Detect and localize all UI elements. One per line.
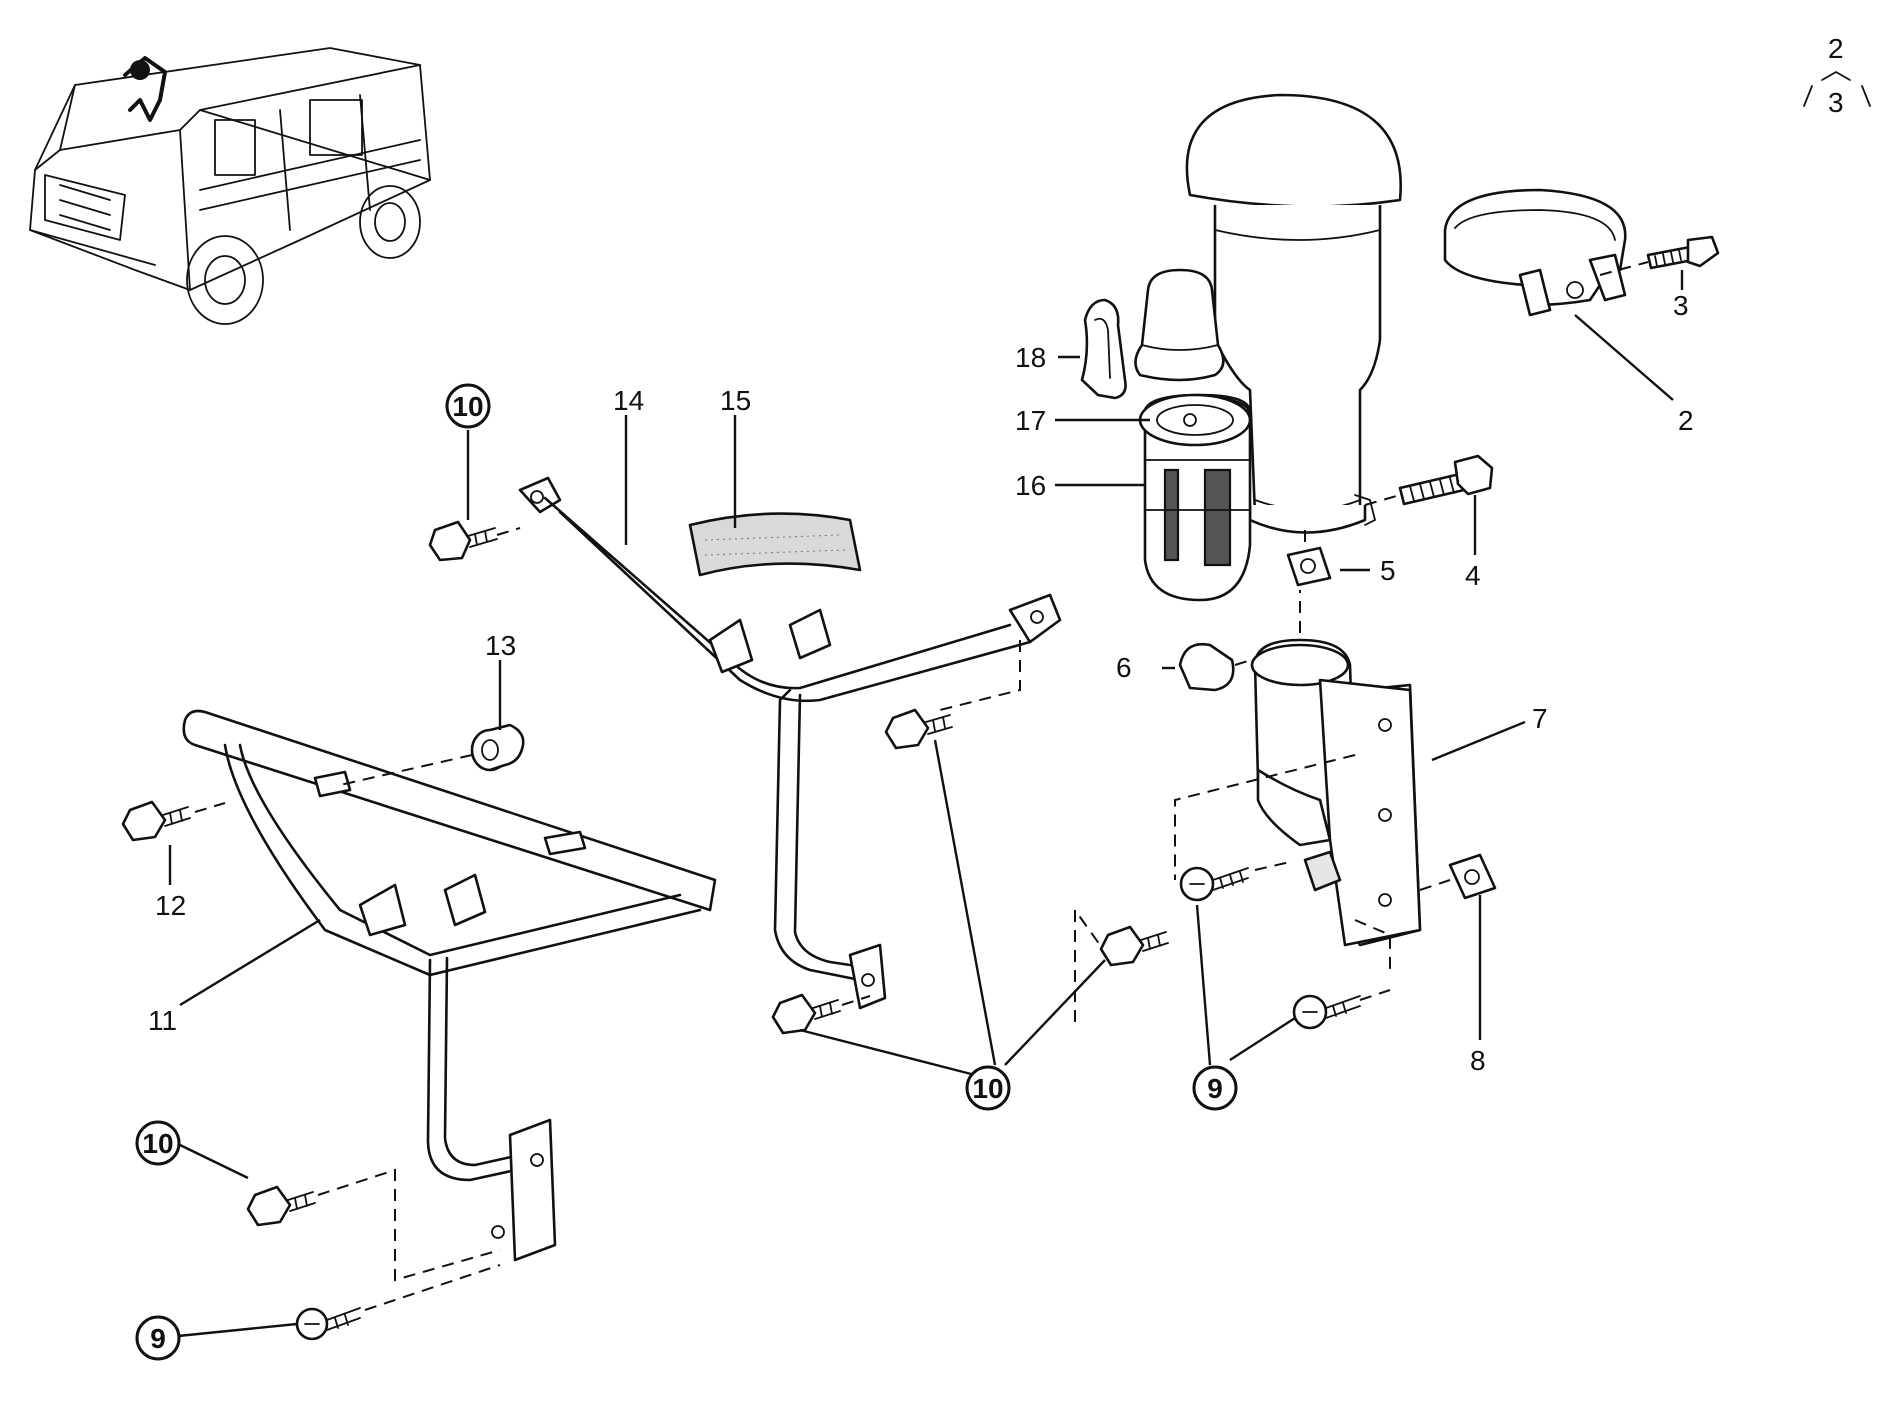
circled-label-10-middle-text: 10 — [972, 1073, 1003, 1104]
circled-label-9-right: 9 — [1192, 1065, 1238, 1111]
label-part-5: 5 — [1380, 555, 1396, 586]
bowl-part-18 — [1134, 268, 1225, 382]
page-marker-top: 2 — [1828, 33, 1844, 64]
circled-label-9-right-text: 9 — [1207, 1073, 1223, 1104]
label-part-16: 16 — [1015, 470, 1046, 501]
circled-label-9-left: 9 — [135, 1315, 181, 1361]
bolt-part-10-left — [246, 1168, 501, 1282]
bolt-part-10-lower-right — [1074, 906, 1169, 1022]
rubber-strip-part-15 — [688, 512, 862, 577]
support-bar-part-14 — [518, 476, 1062, 1010]
circled-label-10-left-text: 10 — [142, 1128, 173, 1159]
air-filter-assembly — [1185, 93, 1403, 534]
part-labels: 2 3 4 5 6 7 8 11 12 13 14 15 16 17 18 — [148, 290, 1694, 1076]
page-marker: 2 3 — [1803, 33, 1871, 118]
bolt-part-4 — [1364, 454, 1494, 506]
circled-label-10-left: 10 — [135, 1120, 181, 1166]
screw-part-9-right-lower — [1292, 989, 1391, 1030]
filter-top-part-17 — [1138, 393, 1252, 447]
bolt-part-10-middle — [884, 708, 953, 750]
spring-clip-part-18 — [1080, 298, 1127, 400]
label-part-4: 4 — [1465, 560, 1481, 591]
label-part-18: 18 — [1015, 342, 1046, 373]
circled-label-10-middle: 10 — [965, 1065, 1011, 1111]
label-part-2: 2 — [1678, 405, 1694, 436]
label-part-6: 6 — [1116, 652, 1132, 683]
label-part-8: 8 — [1470, 1045, 1486, 1076]
bolt-part-10-lower-left — [771, 993, 871, 1035]
bolt-part-10-top — [428, 520, 521, 562]
leader-lines — [168, 270, 1684, 1338]
bolt-part-12 — [121, 800, 226, 842]
label-part-11: 11 — [148, 1005, 177, 1036]
label-part-3: 3 — [1673, 290, 1689, 321]
circled-label-10-top-text: 10 — [452, 391, 483, 422]
label-part-14: 14 — [613, 385, 644, 416]
mount-bracket-part-7 — [1174, 638, 1422, 975]
page-marker-bottom: 3 — [1828, 87, 1844, 118]
bolt-part-3 — [1599, 235, 1720, 276]
label-part-17: 17 — [1015, 405, 1046, 436]
circled-label-9-left-text: 9 — [150, 1323, 166, 1354]
bushing-part-13 — [339, 723, 525, 786]
clip-part-8 — [1419, 853, 1497, 900]
vehicle-thumbnail — [29, 47, 431, 325]
circled-label-10-top: 10 — [445, 383, 491, 429]
screw-part-9-right-upper — [1179, 861, 1291, 902]
circled-labels: 10 10 10 9 9 — [135, 383, 1238, 1361]
label-part-12: 12 — [155, 890, 186, 921]
hose-clamp-part-2 — [1443, 188, 1627, 317]
label-part-15: 15 — [720, 385, 751, 416]
label-part-13: 13 — [485, 630, 516, 661]
square-nut-part-5 — [1286, 530, 1332, 587]
label-part-7: 7 — [1532, 703, 1548, 734]
lower-frame-part-11 — [182, 709, 717, 1262]
screw-part-9-left — [295, 1264, 501, 1341]
